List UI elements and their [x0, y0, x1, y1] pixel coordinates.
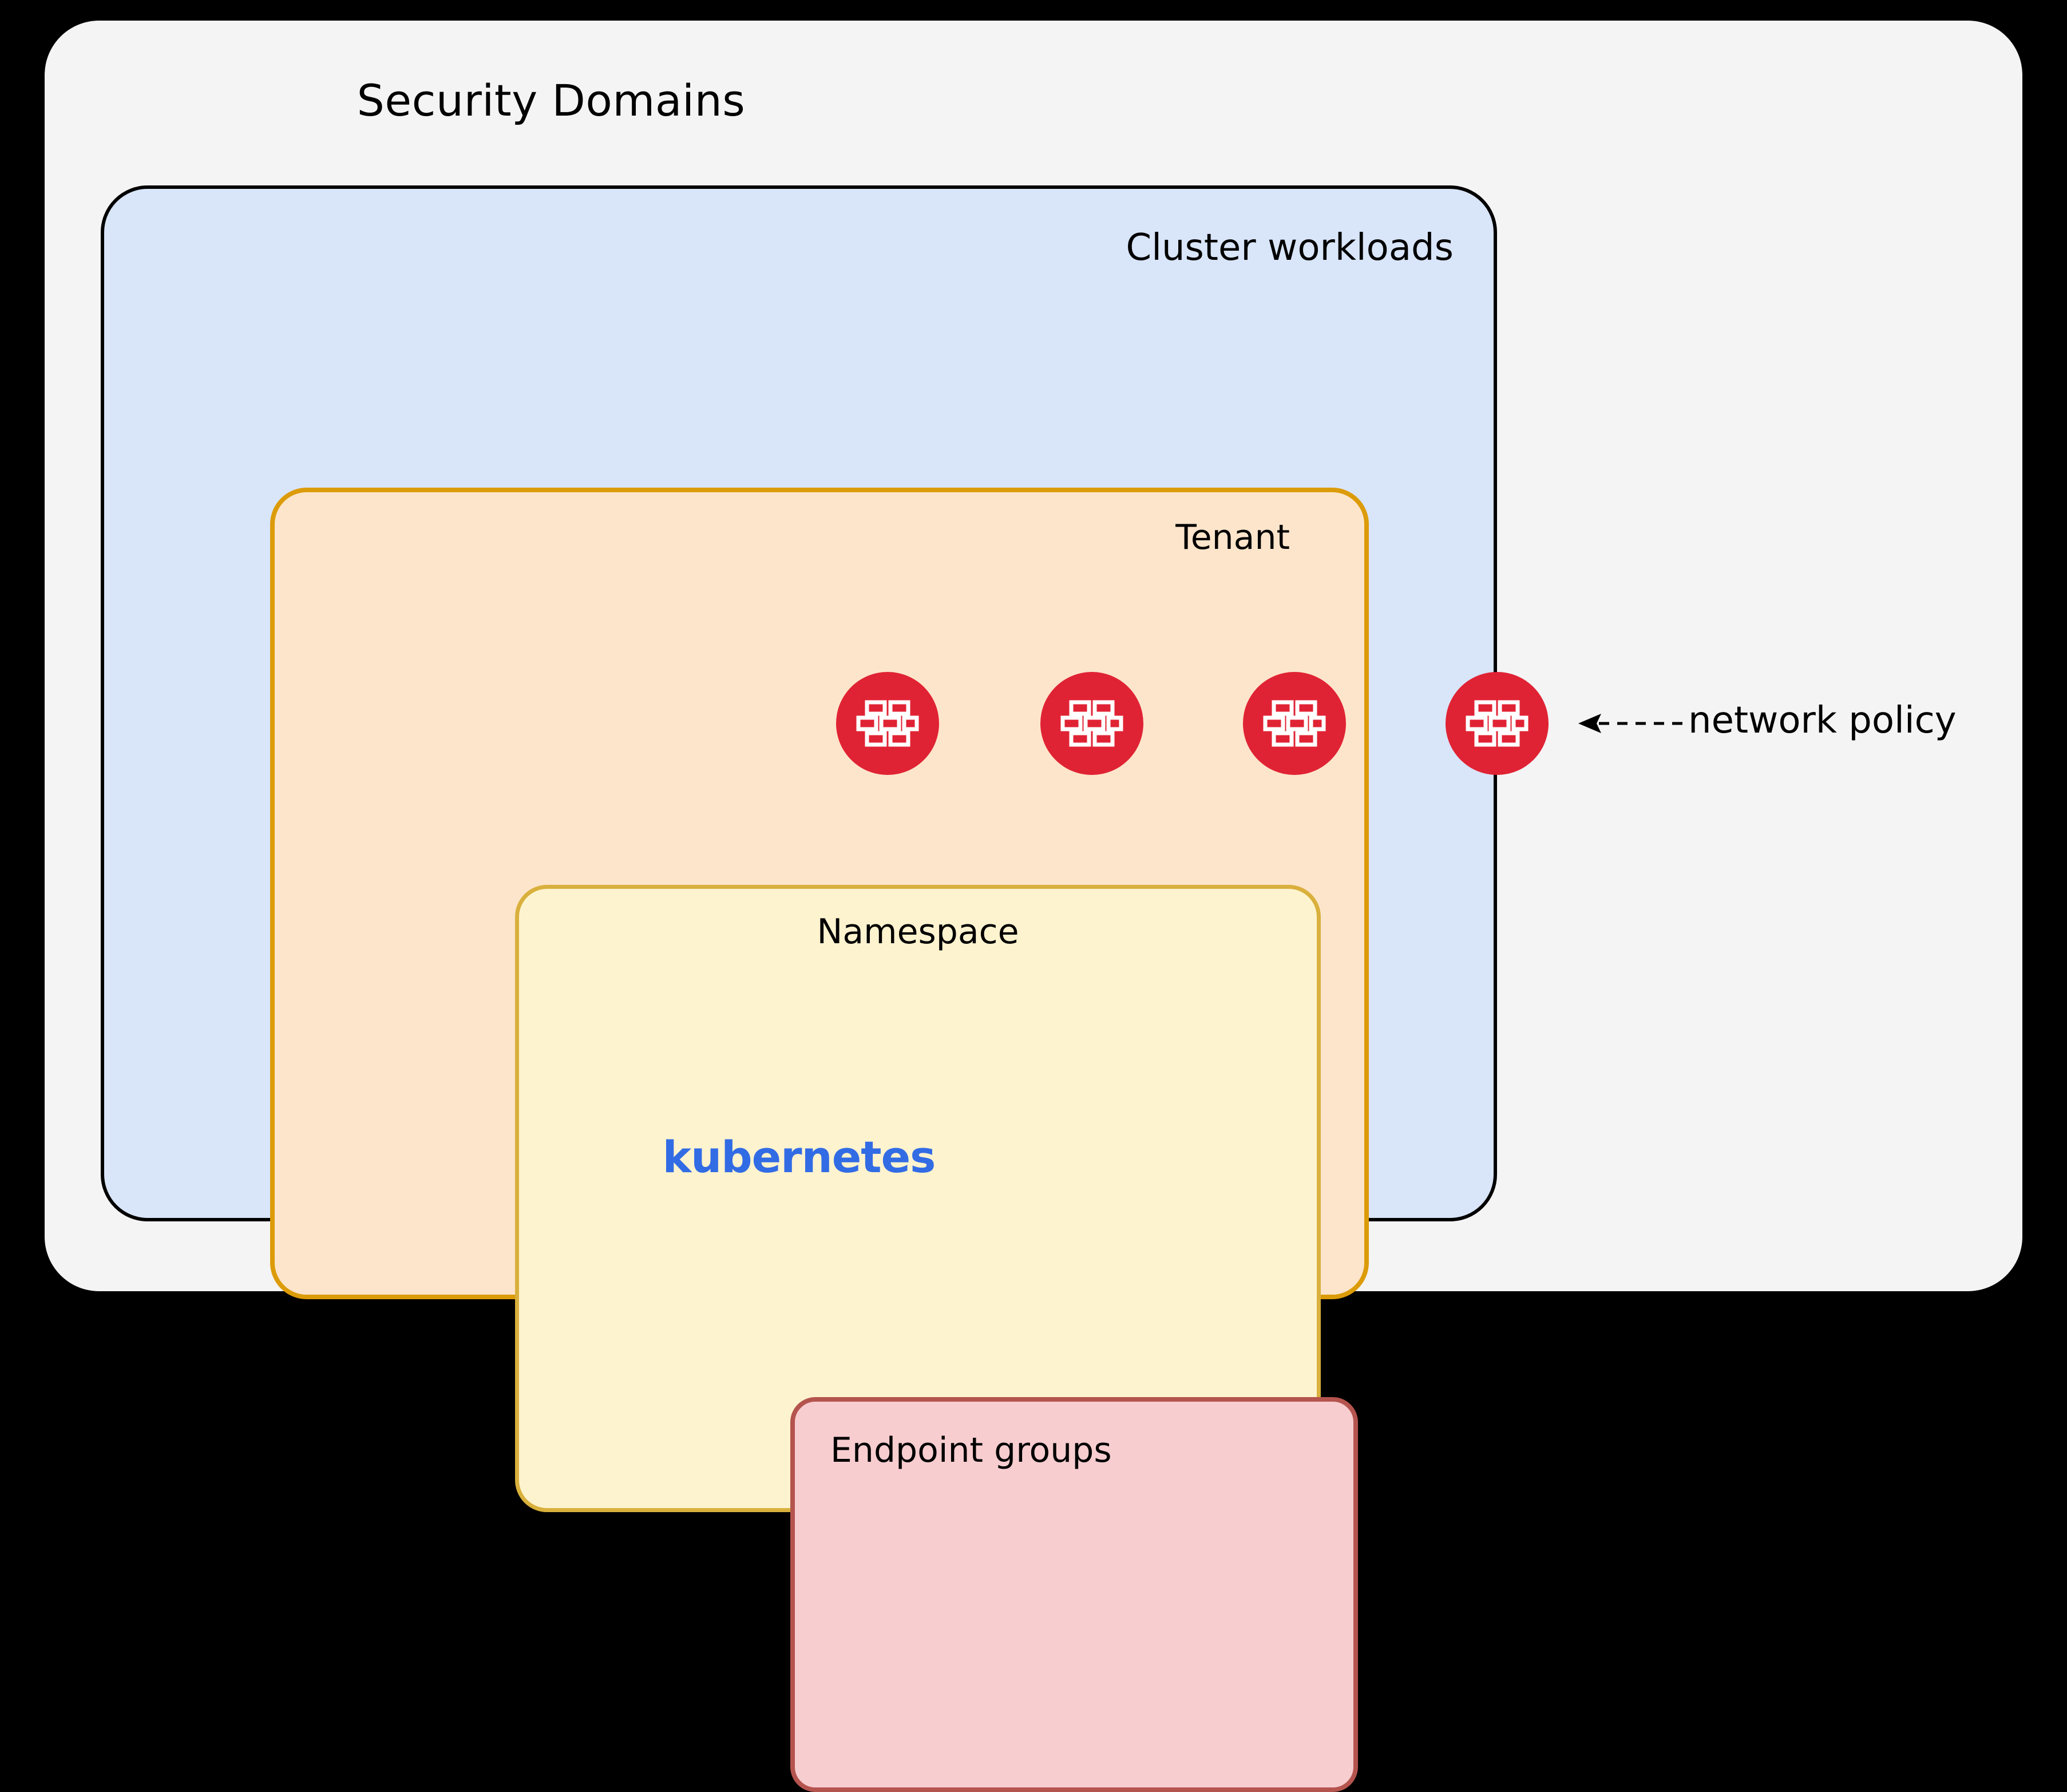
firewall-brick-icon — [856, 699, 919, 747]
firewall-node-tenant[interactable] — [1243, 672, 1346, 775]
namespace-label: Namespace — [817, 912, 1019, 952]
firewall-node-namespace[interactable] — [1040, 672, 1143, 775]
cluster-workloads-label: Cluster workloads — [1126, 227, 1454, 269]
security-domains-card: Security Domains Cluster workloads Tenan… — [45, 21, 2022, 1792]
firewall-node-cluster[interactable] — [1446, 672, 1549, 775]
network-policy-label: network policy — [1688, 699, 1957, 742]
firewall-brick-icon — [1060, 699, 1123, 747]
arrow-left-dashed-icon — [1578, 714, 1682, 733]
firewall-brick-icon — [1466, 699, 1529, 747]
endpoint-groups-label: Endpoint groups — [830, 1430, 1112, 1470]
page-title: Security Domains — [357, 75, 746, 126]
endpoint-groups-box: Endpoint groups — [790, 1397, 1358, 1792]
kubernetes-wordmark: kubernetes — [662, 1132, 936, 1182]
tenant-label: Tenant — [1175, 517, 1290, 557]
firewall-node-endpoint[interactable] — [836, 672, 939, 775]
firewall-brick-icon — [1263, 699, 1326, 747]
namespace-box: Namespace Endpoint groups — [515, 885, 1358, 1792]
